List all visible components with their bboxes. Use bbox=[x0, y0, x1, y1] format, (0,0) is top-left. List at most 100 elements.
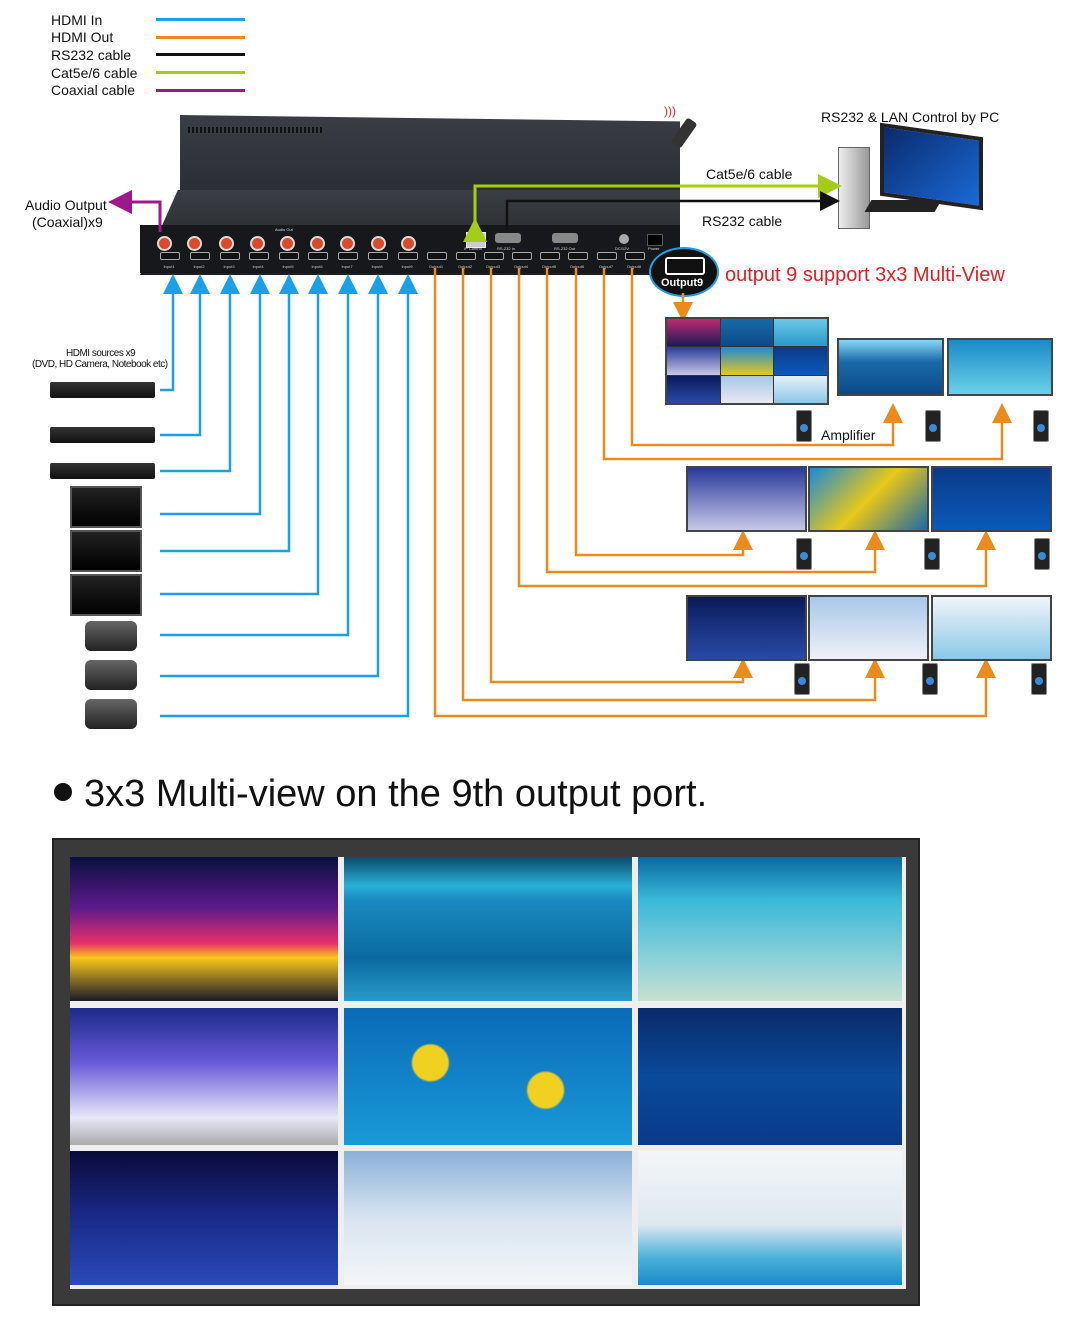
hdmi-output-port bbox=[625, 252, 645, 260]
speaker-icon bbox=[1031, 663, 1047, 695]
hdmi-in-line bbox=[160, 274, 418, 718]
hdmi-in-line bbox=[160, 274, 210, 437]
coaxial-audio-port bbox=[157, 236, 172, 251]
hdmi-out-line bbox=[602, 268, 1012, 461]
port-label: Output3 bbox=[485, 264, 501, 269]
output9-badge: Output9 bbox=[649, 247, 719, 297]
wireless-signal-icon: ))) bbox=[664, 104, 676, 118]
hdmi-out-line bbox=[461, 268, 885, 702]
display-screen bbox=[931, 595, 1052, 661]
view-tile-penguins-ice bbox=[638, 1151, 902, 1285]
display-screen bbox=[947, 338, 1053, 396]
speaker-icon bbox=[922, 663, 938, 695]
coaxial-audio-port bbox=[340, 236, 355, 251]
view-tile-concert-stage bbox=[70, 857, 338, 1001]
amplifier-label: Amplifier bbox=[821, 427, 876, 443]
legend-line bbox=[156, 89, 245, 92]
output9-label: Output9 bbox=[661, 277, 704, 289]
view-tile-fish-shallow bbox=[638, 857, 902, 1001]
connection-lines bbox=[108, 174, 1012, 718]
port-label: Input1 bbox=[163, 264, 175, 269]
hdmi-output-port bbox=[540, 252, 560, 260]
audio-out-label: Audio Out bbox=[275, 227, 293, 232]
port-label: Input3 bbox=[223, 264, 235, 269]
hdmi-in-line bbox=[160, 274, 328, 596]
legend-hdmi-out: HDMI Out bbox=[51, 29, 114, 45]
laptop-icon bbox=[70, 530, 142, 572]
view-tile-blue-hall bbox=[70, 1151, 338, 1285]
coaxial-audio-port bbox=[310, 236, 325, 251]
dvd-player-icon bbox=[50, 427, 155, 443]
legend-cat5: Cat5e/6 cable bbox=[51, 65, 138, 81]
hdmi-out-line bbox=[630, 268, 903, 447]
display-screen bbox=[686, 595, 807, 661]
dvd-player-icon bbox=[50, 382, 155, 398]
hdmi-in-line bbox=[160, 274, 358, 637]
hdmi-input-port bbox=[338, 252, 358, 260]
hdmi-input-port bbox=[368, 252, 388, 260]
camcorder-icon bbox=[85, 660, 137, 690]
legend-line bbox=[156, 53, 245, 56]
speaker-icon bbox=[796, 538, 812, 570]
legend-line bbox=[156, 36, 245, 39]
legend-line bbox=[156, 18, 245, 21]
rs232-in-label: RS-232 In bbox=[497, 246, 516, 251]
hdmi-in-line bbox=[160, 274, 240, 473]
hdmi-input-port bbox=[190, 252, 210, 260]
coaxial-line bbox=[108, 190, 162, 232]
hdmi-out-line bbox=[489, 268, 753, 684]
legend-hdmi-in: HDMI In bbox=[51, 12, 103, 28]
hdmi-output-port bbox=[427, 252, 447, 260]
port-label: Input6 bbox=[311, 264, 323, 269]
view-tile-iceberg bbox=[344, 857, 632, 1001]
hdmi-in-line bbox=[160, 274, 183, 392]
bullet-icon bbox=[54, 783, 72, 801]
rs232-lan-label: RS232 & LAN Control by PC bbox=[821, 109, 1000, 125]
coaxial-audio-port bbox=[371, 236, 386, 251]
legend-line bbox=[156, 71, 245, 74]
speaker-icon bbox=[1034, 538, 1050, 570]
display-screen bbox=[931, 466, 1052, 532]
hdmi-input-port bbox=[308, 252, 328, 260]
port-label: Input8 bbox=[371, 264, 383, 269]
port-label: Input9 bbox=[401, 264, 413, 269]
ip-control-label: IP Control bbox=[464, 246, 482, 251]
section-title: 3x3 Multi-view on the 9th output port. bbox=[84, 773, 708, 815]
hdmi-output-port bbox=[456, 252, 476, 260]
hdmi-output-port bbox=[484, 252, 504, 260]
display-screen bbox=[808, 466, 929, 532]
multiview-screen bbox=[665, 317, 829, 405]
port-label: Output7 bbox=[598, 264, 614, 269]
output9-support-text: output 9 support 3x3 Multi-View bbox=[725, 264, 1005, 286]
coaxial-audio-port bbox=[250, 236, 265, 251]
hdmi-output-port bbox=[568, 252, 588, 260]
hdmi-out-line bbox=[545, 268, 885, 574]
port-label: Input5 bbox=[282, 264, 294, 269]
speaker-icon bbox=[924, 538, 940, 570]
hdmi-input-port bbox=[220, 252, 240, 260]
coaxial-audio-port bbox=[401, 236, 416, 251]
port-label: Output5 bbox=[541, 264, 557, 269]
laptop-icon bbox=[70, 486, 142, 528]
port-label: Input2 bbox=[193, 264, 205, 269]
laptop-icon bbox=[70, 574, 142, 616]
port-label: Output2 bbox=[457, 264, 473, 269]
port-label: Input7 bbox=[341, 264, 353, 269]
hdmi-out-line bbox=[433, 268, 996, 718]
view-tile-event-stage bbox=[70, 1008, 338, 1145]
display-screen bbox=[837, 338, 944, 396]
pc-tower-icon bbox=[838, 147, 870, 229]
port-label: Output8 bbox=[626, 264, 642, 269]
port-label: Output4 bbox=[513, 264, 529, 269]
hdmi-output-port bbox=[512, 252, 532, 260]
rs232-line bbox=[505, 191, 840, 230]
speaker-icon bbox=[1033, 410, 1049, 442]
power-label: Power bbox=[648, 246, 660, 251]
cat5-line bbox=[463, 174, 842, 242]
audio-output-label: Audio Output bbox=[25, 197, 107, 213]
port-label: Output1 bbox=[428, 264, 444, 269]
hdmi-input-port bbox=[279, 252, 299, 260]
speaker-icon bbox=[925, 410, 941, 442]
coaxial-audio-port bbox=[280, 236, 295, 251]
